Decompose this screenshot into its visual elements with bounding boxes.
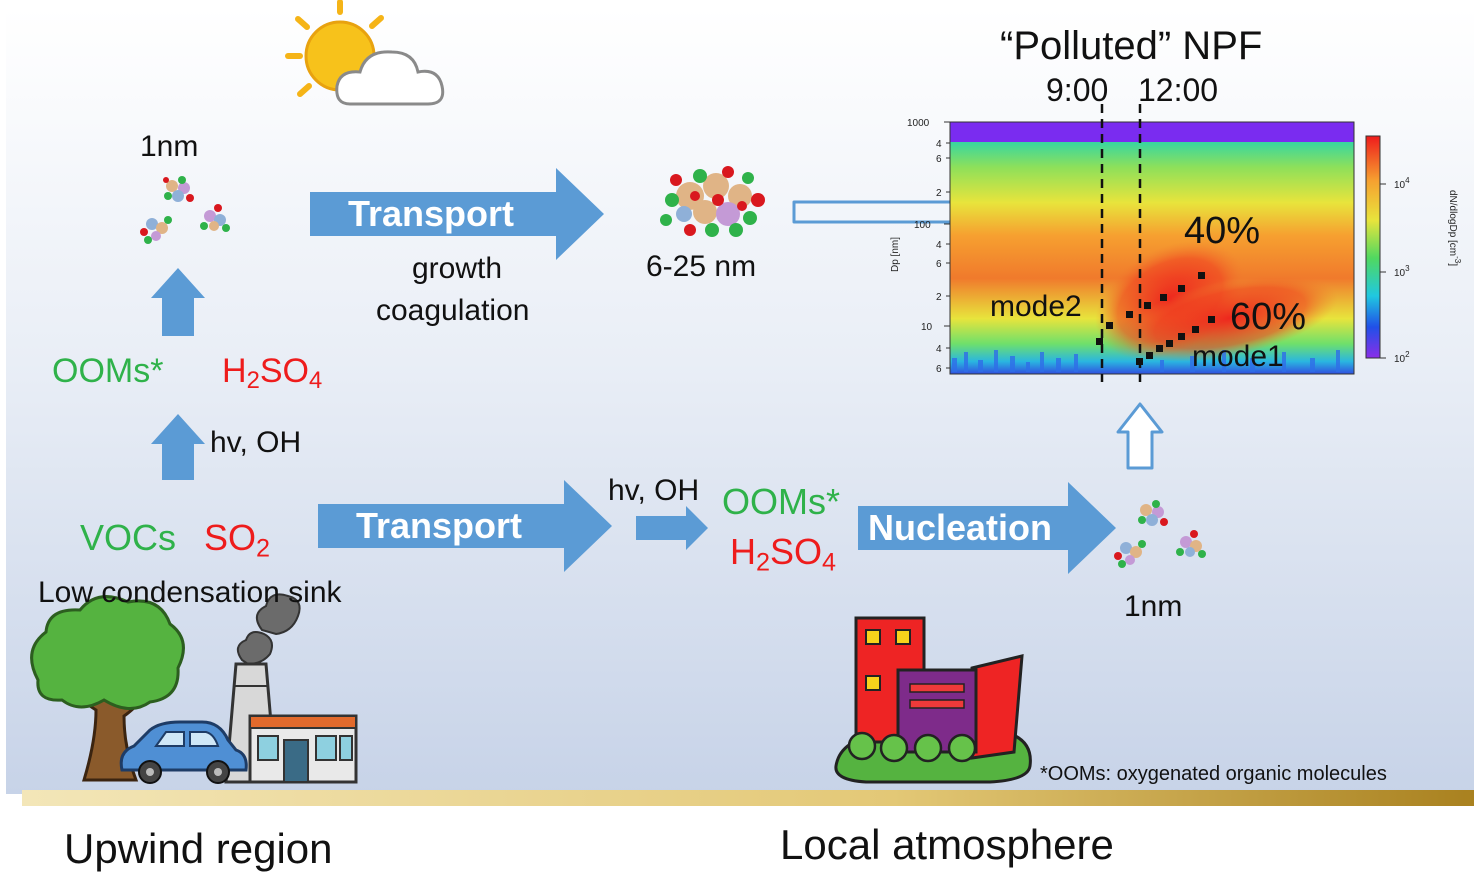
mode2-label: mode2 [990, 290, 1082, 323]
y-tick-label: 2 [936, 292, 942, 303]
footnote: *OOMs: oxygenated organic molecules [1040, 763, 1387, 785]
upward-arrow [151, 414, 205, 480]
plot-axis-ticks: 1000 4 6 2 100 4 6 2 10 4 6 Dp [nm] 104 … [890, 118, 1462, 375]
mode2-percent-label: 40% [1184, 210, 1261, 252]
time-label-9: 9:00 [1046, 72, 1109, 108]
upwind-region-label: Upwind region [64, 825, 333, 872]
coagulation-label: coagulation [376, 294, 530, 327]
y-tick-label: 6 [936, 154, 942, 165]
upwind-photolysis-label: hv, OH [210, 426, 302, 459]
y-tick-label: 100 [914, 220, 931, 231]
mode1-percent-label: 60% [1230, 296, 1307, 338]
lower-ooms-label: OOMs* [722, 481, 841, 522]
y-tick-label: 4 [936, 240, 942, 251]
vocs-label: VOCs [80, 517, 177, 558]
local-size-label: 1nm [1124, 590, 1183, 623]
lower-photolysis-label: hv, OH [608, 474, 700, 507]
y-tick-label: 4 [936, 139, 942, 150]
hollow-upward-arrow [1116, 402, 1164, 470]
transport-arrow [310, 168, 604, 260]
transport-arrow [318, 480, 612, 572]
local-atmosphere-label: Local atmosphere [780, 821, 1114, 868]
aggregated-particle-icon [660, 166, 765, 237]
y-tick-label: 10 [921, 322, 933, 333]
upwind-h2so4-label: H2SO4 [222, 352, 323, 394]
y-tick-label: 6 [936, 259, 942, 270]
colorbar-tick-label: 102 [1394, 350, 1410, 365]
so2-label: SO2 [204, 517, 271, 563]
particle-size-label: 6-25 nm [646, 250, 757, 283]
colorbar-axis-label: dN/dlogDp [cm-3] [1447, 190, 1462, 266]
time-label-12: 12:00 [1138, 72, 1219, 108]
colorbar-tick-label: 104 [1394, 176, 1410, 191]
city-buildings-icon [834, 616, 1032, 784]
y-axis-label: Dp [nm] [890, 237, 901, 272]
ground-bar [22, 790, 1474, 806]
lower-transport-label: Transport [356, 505, 523, 546]
nanoparticle-cluster-icon [1114, 500, 1206, 568]
upper-transport-label: Transport [348, 193, 515, 234]
growth-label: growth [412, 252, 503, 285]
y-tick-label: 2 [936, 188, 942, 199]
small-right-arrow [636, 506, 708, 550]
colorbar-tick-label: 103 [1394, 264, 1410, 279]
tree-icon [30, 595, 185, 782]
upward-arrow [151, 268, 205, 336]
car-icon [119, 720, 248, 784]
upwind-size-label: 1nm [140, 130, 199, 163]
mode1-label: mode1 [1192, 340, 1284, 373]
y-tick-label: 6 [936, 364, 942, 375]
y-tick-label: 1000 [907, 118, 930, 129]
lower-h2so4-label: H2SO4 [730, 531, 837, 577]
low-sink-label: Low condensation sink [38, 576, 342, 609]
nucleation-label: Nucleation [868, 507, 1053, 548]
nucleation-arrow [858, 482, 1116, 574]
upwind-ooms-label: OOMs* [52, 352, 164, 390]
cloud-icon [335, 50, 445, 106]
diagram-title: “Polluted” NPF [1000, 24, 1263, 68]
npf-contour-plot [944, 104, 1386, 382]
y-tick-label: 4 [936, 344, 942, 355]
nanoparticle-cluster-icon [140, 176, 230, 244]
